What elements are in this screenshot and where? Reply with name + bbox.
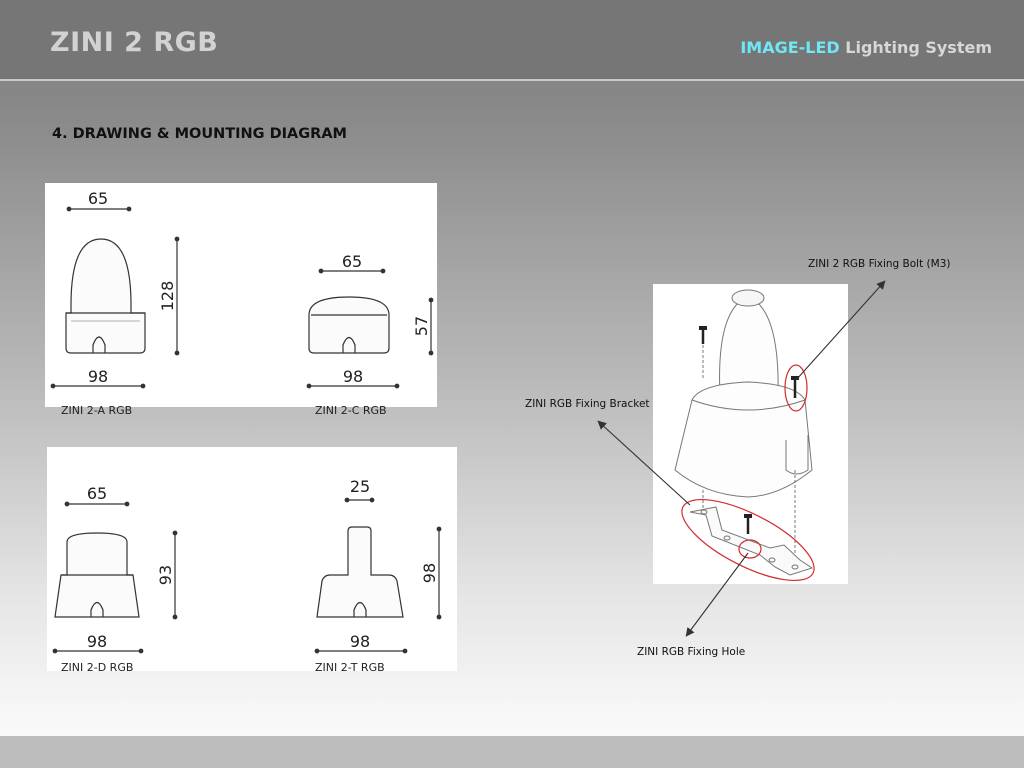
drawing-panel-d-t: 65 93 98 25 98 98 (47, 447, 457, 671)
caption-c: ZINI 2-C RGB (315, 404, 387, 417)
bolt-label: ZINI 2 RGB Fixing Bolt (M3) (808, 258, 951, 270)
drawing-svg-a-c: 65 128 98 65 57 98 (50, 189, 434, 389)
dim-a-base: 98 (88, 367, 108, 386)
dim-c-height: 57 (412, 316, 431, 336)
drawing-panel-a-c: 65 128 98 65 57 98 (45, 183, 437, 407)
brand-highlight: IMAGE-LED (740, 38, 840, 57)
lamp-tip (731, 289, 765, 307)
bolt-arrow (795, 280, 886, 381)
bolt-callout-ellipse (784, 364, 808, 412)
bracket-arrow (597, 420, 691, 506)
page-title: ZINI 2 RGB (50, 27, 219, 58)
caption-t: ZINI 2-T RGB (315, 661, 385, 674)
brand-rest: Lighting System (845, 38, 992, 57)
dim-a-height: 128 (158, 281, 177, 312)
footer-bar (0, 736, 1024, 768)
shape-c-body (308, 296, 390, 354)
fixing-bolts (701, 330, 797, 534)
section-title: 4. DRAWING & MOUNTING DIAGRAM (52, 126, 347, 142)
lamp-cone (719, 295, 779, 396)
header-bar: ZINI 2 RGB IMAGE-LED Lighting System (0, 0, 1024, 81)
shape-a-body (65, 238, 146, 354)
lamp-notch (785, 435, 809, 475)
dim-t-base: 98 (350, 632, 370, 651)
hole-arrow (685, 552, 749, 637)
dim-t-top: 25 (350, 477, 370, 496)
shape-t-body (316, 526, 404, 618)
dim-d-height: 93 (156, 565, 175, 585)
brand-logo: IMAGE-LED Lighting System (740, 38, 992, 57)
dim-d-top: 65 (87, 484, 107, 503)
caption-d: ZINI 2-D RGB (61, 661, 134, 674)
bracket-label: ZINI RGB Fixing Bracket (525, 398, 650, 410)
lamp-base (674, 381, 813, 498)
drawing-svg-d-t: 65 93 98 25 98 98 (52, 477, 442, 654)
fixing-bracket (689, 506, 814, 576)
dim-d-base: 98 (87, 632, 107, 651)
caption-a: ZINI 2-A RGB (61, 404, 133, 417)
dim-c-base: 98 (343, 367, 363, 386)
dim-c-top: 65 (342, 252, 362, 271)
dim-t-height: 98 (420, 563, 439, 583)
bracket-callout-ellipse (681, 498, 815, 582)
hole-callout-ellipse (738, 539, 762, 559)
dim-a-top: 65 (88, 189, 108, 208)
hole-label: ZINI RGB Fixing Hole (637, 646, 746, 658)
